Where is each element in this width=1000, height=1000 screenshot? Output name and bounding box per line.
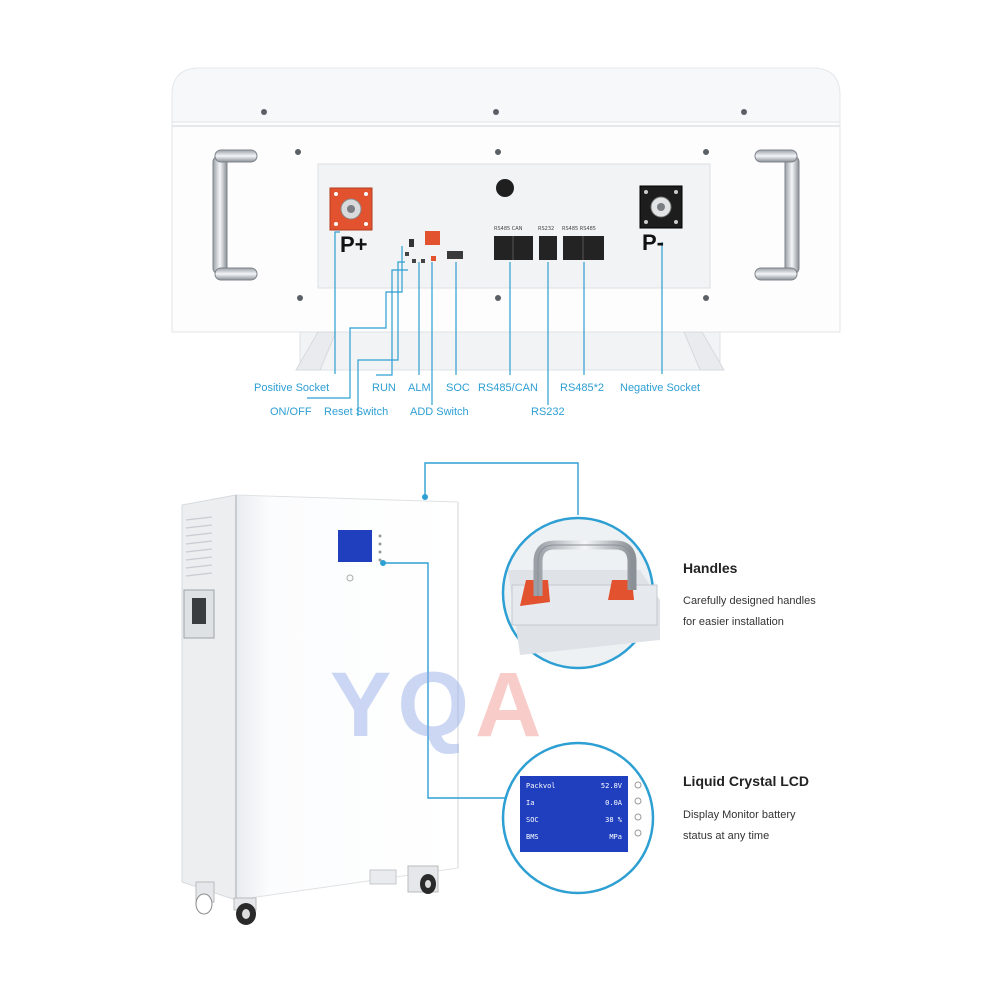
lcd-title: Liquid Crystal LCD bbox=[683, 773, 810, 789]
rs485x2-port-label: RS485 RS485 bbox=[562, 226, 596, 232]
positive-terminal-icon bbox=[329, 187, 373, 231]
negative-terminal-icon bbox=[639, 185, 683, 229]
callout-add-switch: ADD Switch bbox=[410, 406, 469, 418]
watermark-logo: YQA bbox=[330, 654, 548, 756]
rs232-port bbox=[539, 236, 557, 260]
rs232-port-label: RS232 bbox=[538, 226, 555, 232]
callout-positive-socket: Positive Socket bbox=[254, 382, 330, 394]
lcd-description-line1: Display Monitor battery bbox=[683, 809, 796, 821]
lcd-row: Packvol 52.8V bbox=[526, 782, 622, 799]
knob-icon bbox=[496, 179, 514, 197]
lcd-detail-circle bbox=[501, 741, 655, 895]
switch-cluster bbox=[405, 231, 463, 263]
callout-rs485-can: RS485/CAN bbox=[478, 382, 538, 394]
lcd-description-line2: status at any time bbox=[683, 830, 770, 842]
callout-negative-socket: Negative Socket bbox=[620, 382, 701, 394]
callout-reset-switch: Reset Switch bbox=[324, 406, 389, 418]
handles-description-line2: for easier installation bbox=[683, 616, 784, 628]
lcd-row: SOC 38 % bbox=[526, 816, 622, 833]
rs485-can-port-label: RS485 CAN bbox=[494, 226, 523, 232]
callout-alm: ALM bbox=[408, 382, 431, 394]
lcd-row-label: BMS bbox=[526, 833, 539, 841]
lcd-row-value: 0.0A bbox=[605, 799, 622, 807]
callout-lines bbox=[307, 231, 663, 416]
handles-description-line1: Carefully designed handles bbox=[683, 595, 816, 607]
cabinet-illustration bbox=[181, 494, 459, 925]
panel-screws bbox=[261, 109, 747, 301]
handles-title: Handles bbox=[683, 560, 738, 576]
panel-lid bbox=[171, 67, 841, 126]
negative-terminal-label: P- bbox=[642, 230, 664, 255]
callout-rs232: RS232 bbox=[531, 406, 565, 418]
lcd-row-value: 38 % bbox=[605, 816, 622, 824]
callout-rs485x2: RS485*2 bbox=[560, 382, 605, 394]
lcd-row-value: 52.8V bbox=[600, 782, 622, 790]
callout-on-off: ON/OFF bbox=[270, 406, 312, 418]
right-handle-icon bbox=[754, 149, 800, 281]
lcd-row-value: MPa bbox=[609, 833, 622, 841]
detail-connector-lines bbox=[383, 462, 579, 799]
lcd-row-label: Packvol bbox=[526, 782, 556, 790]
lcd-row-label: SOC bbox=[526, 816, 539, 824]
callout-soc: SOC bbox=[446, 382, 470, 394]
positive-terminal-label: P+ bbox=[340, 232, 368, 257]
lcd-row: BMS MPa bbox=[526, 833, 622, 850]
handles-detail-circle bbox=[501, 516, 660, 670]
lcd-row: Ia 0.0A bbox=[526, 799, 622, 816]
callout-run: RUN bbox=[372, 382, 396, 394]
left-handle-icon bbox=[212, 149, 258, 281]
lcd-screen-readout: Packvol 52.8V Ia 0.0A SOC 38 % BMS MPa bbox=[526, 782, 622, 850]
lcd-row-label: Ia bbox=[526, 799, 535, 807]
